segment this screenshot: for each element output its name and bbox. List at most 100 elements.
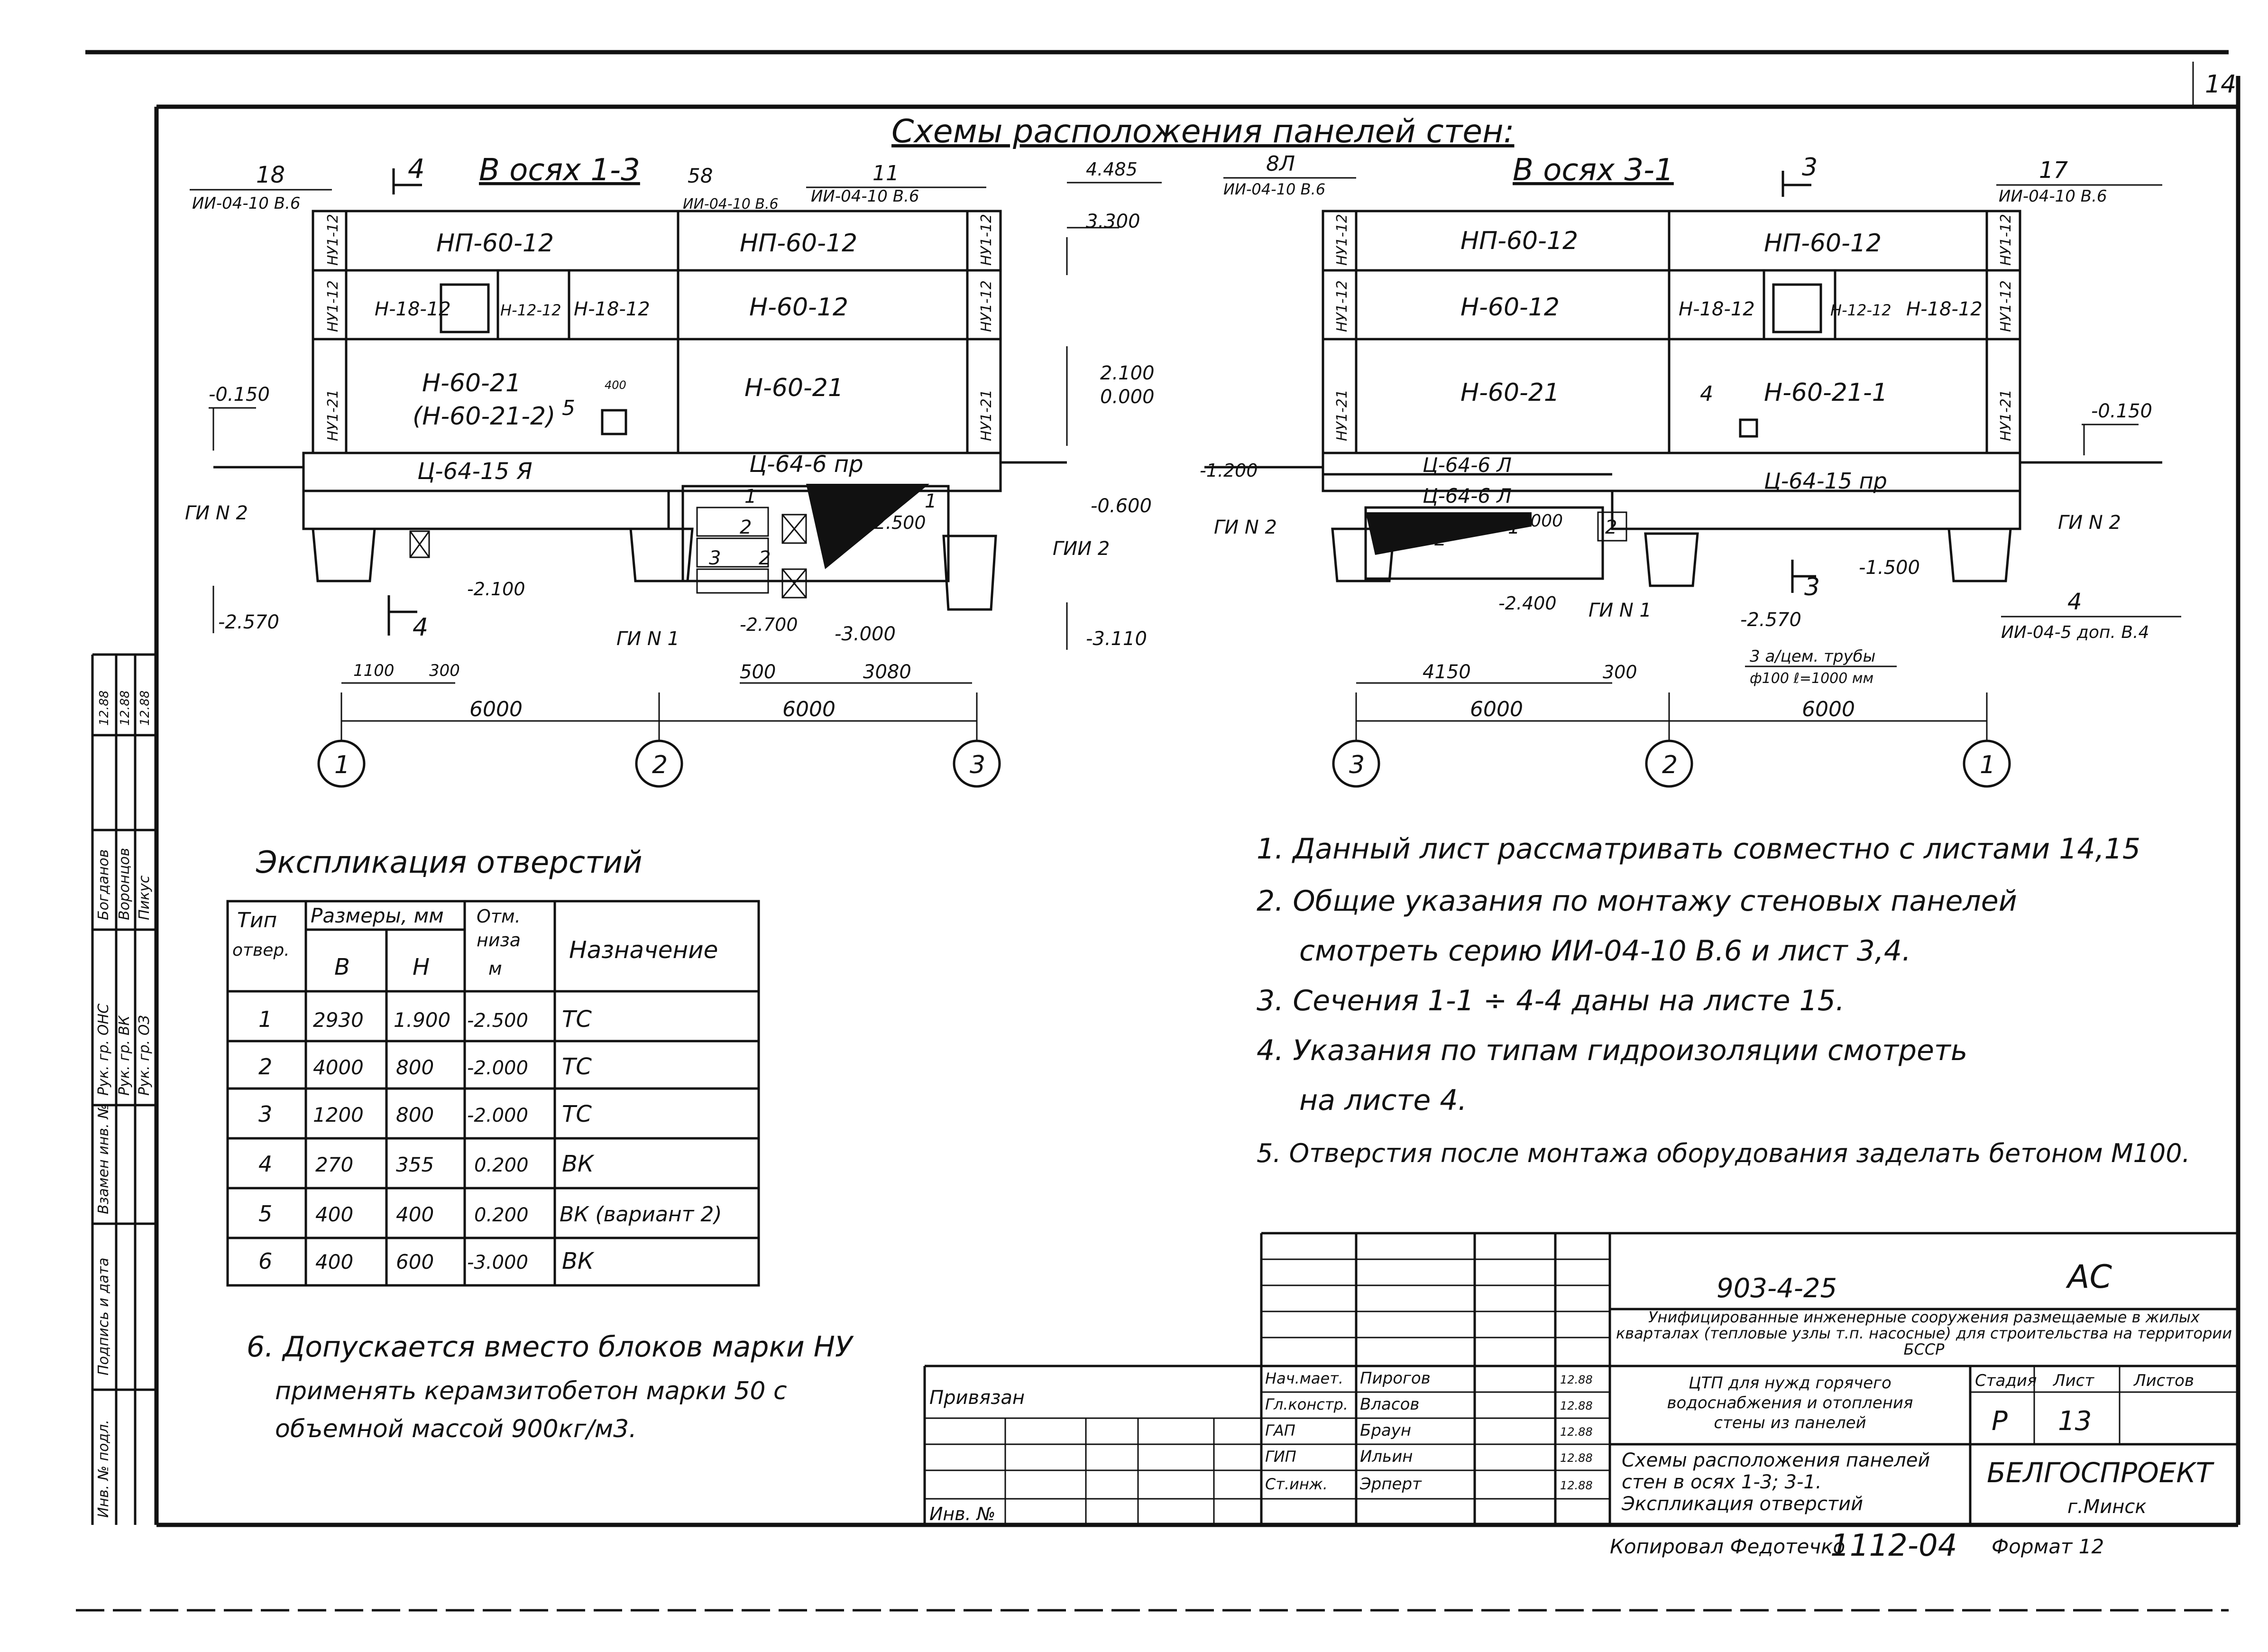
stamp-name-3: Пикус <box>136 875 153 920</box>
left-panel-h1812a: Н-18-12 <box>375 298 451 320</box>
tb-date-2: 12.88 <box>1560 1399 1593 1412</box>
right-beam-c6415: Ц-64-15 пр <box>1764 468 1887 494</box>
left-dim-6000a: 6000 <box>469 697 523 721</box>
table-row: 6 400 600 -3.000 ВК <box>258 1248 595 1274</box>
cell-purpose: ТС <box>562 1006 592 1033</box>
left-axis-2: 2 <box>652 751 668 779</box>
tb-role-5: Ст.инж. <box>1265 1475 1328 1493</box>
left-elev-2700: -2.700 <box>740 614 798 635</box>
left-hole-1b: 1 <box>925 490 937 512</box>
right-openings-zone <box>1364 506 1604 580</box>
right-window-opening <box>1772 283 1822 333</box>
right-beam-c646l-b: Ц-64-6 Л <box>1423 484 1512 508</box>
th-h: Н <box>413 954 430 980</box>
left-vpanel-8: НУ1-21 <box>978 389 995 441</box>
right-hole-2b: 2 <box>1605 517 1617 538</box>
tb-inv-label: Инв. № <box>929 1504 995 1524</box>
tb-org: БЕЛГОСПРОЕКТ <box>1987 1457 2215 1489</box>
sheet-number: 14 <box>2205 70 2236 99</box>
left-footing-1 <box>312 527 376 582</box>
cell-purpose: ТС <box>562 1101 592 1127</box>
right-elevation: В осях 3-1 3 8Л ИИ-04-10 В.6 17 ИИ-04-10… <box>1200 152 2181 788</box>
right-dim-6000b: 6000 <box>1802 697 1855 721</box>
cell-purpose: ВК <box>562 1248 595 1274</box>
cell-type: 3 <box>258 1101 272 1127</box>
tb-date-1: 12.88 <box>1560 1373 1593 1386</box>
left-dim-300: 300 <box>429 661 460 680</box>
left-section-mark: 4 <box>408 154 425 185</box>
left-elev-3000: -3.000 <box>835 623 896 645</box>
right-hole-2: 2 <box>1434 528 1446 550</box>
right-section-mark: 3 <box>1802 153 1818 182</box>
th-type-2: отвер. <box>232 941 290 960</box>
right-panel-h1812b: Н-18-12 <box>1906 298 1983 320</box>
right-hole-1: 1 <box>1508 517 1520 538</box>
table-row: 2 4000 800 -2.000 ТС <box>258 1053 592 1080</box>
right-vpanel-2: НУ1-12 <box>1334 280 1350 332</box>
tb-format: Формат 12 <box>1992 1535 2104 1558</box>
right-footing-1 <box>1331 527 1396 582</box>
table-frame <box>226 900 760 1287</box>
left-gi2: ГИ N 2 <box>185 502 248 524</box>
note-6-line2: применять керамзитобетон марки 50 с <box>275 1377 787 1405</box>
stamp-date-2: 12.88 <box>118 691 132 726</box>
left-gii2: ГИИ 2 <box>1053 538 1110 560</box>
stamp-role-2: Рук. гр. ВК <box>116 1015 133 1096</box>
cell-b: 400 <box>315 1203 353 1226</box>
tb-name-5: Эрперт <box>1359 1475 1422 1494</box>
left-footing-3 <box>942 535 997 611</box>
opening-box <box>696 568 769 594</box>
th-sizes: Размеры, мм <box>311 904 444 927</box>
right-panel-np2: НП-60-12 <box>1764 229 1882 258</box>
tb-role-2: Гл.констр. <box>1265 1395 1348 1413</box>
right-panels-frame <box>1322 210 2021 454</box>
tb-description: Унифицированные инженерные сооружения ра… <box>1616 1309 2232 1358</box>
left-panel-h6012: Н-60-12 <box>749 293 848 322</box>
left-panel-h6021: Н-60-21 <box>422 369 521 397</box>
left-vpanel-7: НУ1-12 <box>978 280 995 332</box>
table-row: 4 270 355 0.200 ВК <box>258 1151 595 1177</box>
axis-bubble-2 <box>635 739 683 788</box>
note-4b: на листе 4. <box>1299 1084 1467 1117</box>
tb-sheet: 13 <box>2058 1406 2092 1437</box>
note-4: 4. Указания по типам гидроизоляции смотр… <box>1257 1034 1967 1067</box>
right-panel-h6012: Н-60-12 <box>1460 293 1560 322</box>
tb-sheets-label: Листов <box>2133 1371 2194 1390</box>
tb-description-box: Унифицированные инженерные сооружения ра… <box>1616 1309 2232 1358</box>
cell-b: 1200 <box>313 1103 364 1126</box>
cell-elev: -2.500 <box>467 1010 528 1032</box>
left-dim-500: 500 <box>740 661 776 683</box>
stamp-name-1: Богданов <box>95 849 112 920</box>
x-line <box>781 514 807 544</box>
right-elev-2400: -2.400 <box>1498 593 1557 614</box>
left-series-1: ИИ-04-10 В.6 <box>192 194 301 213</box>
tb-date-4: 12.88 <box>1560 1451 1593 1465</box>
th-elev-1: Отм. <box>477 906 521 927</box>
right-panel-h60211: Н-60-21-1 <box>1764 378 1888 407</box>
left-heading: В осях 1-3 <box>479 153 640 188</box>
left-panel-h1812b: Н-18-12 <box>574 298 650 320</box>
left-series-2: ИИ-04-10 В.6 <box>683 196 779 212</box>
right-vpanel-7: НУ1-12 <box>1998 280 2014 332</box>
left-vpanel-2: НУ1-12 <box>325 280 341 332</box>
stamp-inv-label: Инв. № подл. <box>95 1420 112 1518</box>
left-elev-0150: -0.150 <box>209 384 270 406</box>
right-dim-6000a: 6000 <box>1470 697 1523 721</box>
table-row: 1 2930 1.900 -2.500 ТС <box>258 1006 592 1033</box>
tb-copied: Копировал Федотечко <box>1610 1535 1845 1558</box>
tb-name-4: Ильин <box>1360 1447 1413 1466</box>
th-elev-2: низа <box>477 930 521 951</box>
x-box <box>409 530 430 558</box>
axis-bubble-2r <box>1645 739 1693 788</box>
left-mark-11: 11 <box>872 161 899 185</box>
tb-city: г.Минск <box>2067 1496 2147 1518</box>
left-dim-6000b: 6000 <box>782 697 836 721</box>
cell-purpose: ВК (вариант 2) <box>560 1202 722 1227</box>
note-2b: смотреть серию ИИ-04-10 В.6 и лист 3,4. <box>1299 934 1911 968</box>
right-panel-h1212: Н-12-12 <box>1830 301 1892 319</box>
tb-stage-label: Стадия <box>1975 1371 2037 1390</box>
left-elev-2100: 2.100 <box>1100 362 1155 384</box>
stamp-name-2: Воронцов <box>116 848 133 920</box>
cell-purpose: ТС <box>562 1053 592 1080</box>
note-6: 6. Допускается вместо блоков марки НУ пр… <box>247 1330 854 1443</box>
